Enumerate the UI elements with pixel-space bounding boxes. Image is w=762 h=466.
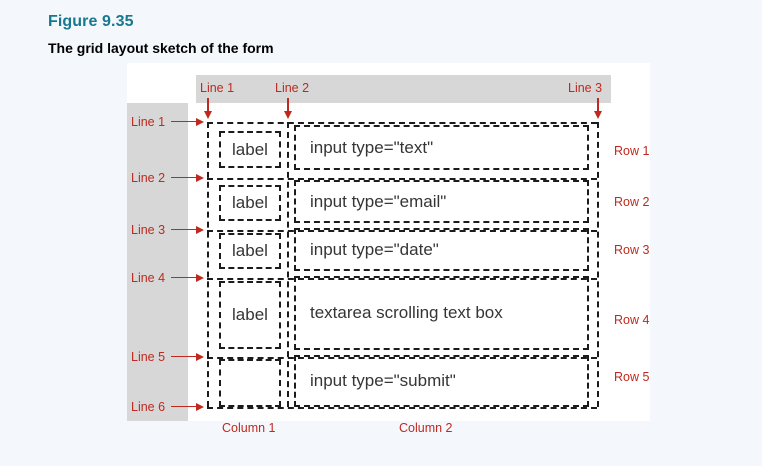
top-gutter-band [196, 75, 611, 103]
column-line-label-3: Line 3 [568, 81, 603, 95]
grid-vline-3 [597, 122, 599, 407]
cell-text: input type="text" [310, 137, 434, 157]
row-line-label-3: Line 3 [131, 223, 166, 237]
figure-number: Figure 9.35 [48, 13, 134, 30]
cell-text: input type="date" [310, 239, 439, 259]
figure-caption: Figure 9.35 The grid layout sketch of th… [48, 12, 648, 58]
right-arrow-icon-row-2 [171, 173, 205, 182]
grid-hline-2 [207, 178, 597, 180]
column-line-label-1: Line 1 [200, 81, 235, 95]
figure-title: The grid layout sketch of the form [48, 40, 274, 56]
grid-outline [207, 122, 599, 409]
grid-cell-label-row-1: label [219, 131, 281, 168]
cell-text: label [232, 193, 268, 212]
row-line-label-1: Line 1 [131, 115, 166, 129]
column-label-1: Column 1 [222, 421, 276, 435]
grid-hline-5 [207, 357, 597, 359]
row-label-5: Row 5 [614, 370, 650, 384]
right-arrow-icon-row-4 [171, 273, 205, 282]
row-label-4: Row 4 [614, 313, 650, 327]
down-arrow-icon-column-1 [203, 98, 212, 120]
grid-cell-field-row-5: input type="submit" [294, 355, 589, 407]
down-arrow-icon-column-2 [283, 98, 292, 120]
cell-text: label [232, 139, 268, 159]
grid-cell-label-row-3: label [219, 233, 281, 269]
grid-hline-4 [207, 278, 597, 280]
right-arrow-icon-row-3 [171, 225, 205, 234]
grid-vline-2 [287, 122, 289, 407]
cell-text: label [232, 241, 268, 260]
cell-text: label [232, 305, 268, 324]
row-line-label-6: Line 6 [131, 400, 166, 414]
down-arrow-icon-column-3 [593, 98, 602, 120]
row-label-3: Row 3 [614, 243, 650, 257]
cell-text: input type="submit" [310, 371, 456, 390]
grid-cell-label-row-2: label [219, 185, 281, 221]
grid-hline-6 [207, 407, 597, 409]
row-line-label-4: Line 4 [131, 271, 166, 285]
column-label-2: Column 2 [399, 421, 453, 435]
right-arrow-icon-row-1 [171, 117, 205, 126]
right-arrow-icon-row-5 [171, 352, 205, 361]
grid-hline-1 [207, 122, 597, 124]
row-line-label-2: Line 2 [131, 171, 166, 185]
row-line-label-5: Line 5 [131, 350, 166, 364]
grid-cell-field-row-4: textarea scrolling text box [294, 276, 589, 350]
grid-vline-1 [207, 122, 209, 407]
cell-text: input type="email" [310, 191, 447, 211]
cell-text: textarea scrolling text box [310, 303, 503, 322]
left-gutter-band [127, 103, 188, 421]
grid-cell-field-row-1: input type="text" [294, 125, 589, 170]
row-label-2: Row 2 [614, 195, 650, 209]
grid-cell-label-row-4: label [219, 281, 281, 349]
figure-canvas: Line 1 Line 2 Line 3 Line 1 Line 2 Line … [127, 63, 650, 435]
grid-hline-3 [207, 230, 597, 232]
right-arrow-icon-row-6 [171, 402, 205, 411]
grid-cell-field-row-2: input type="email" [294, 180, 589, 223]
grid-cell-label-row-5 [219, 359, 281, 407]
row-label-1: Row 1 [614, 144, 650, 158]
grid-cell-field-row-3: input type="date" [294, 228, 589, 271]
column-line-label-2: Line 2 [275, 81, 310, 95]
